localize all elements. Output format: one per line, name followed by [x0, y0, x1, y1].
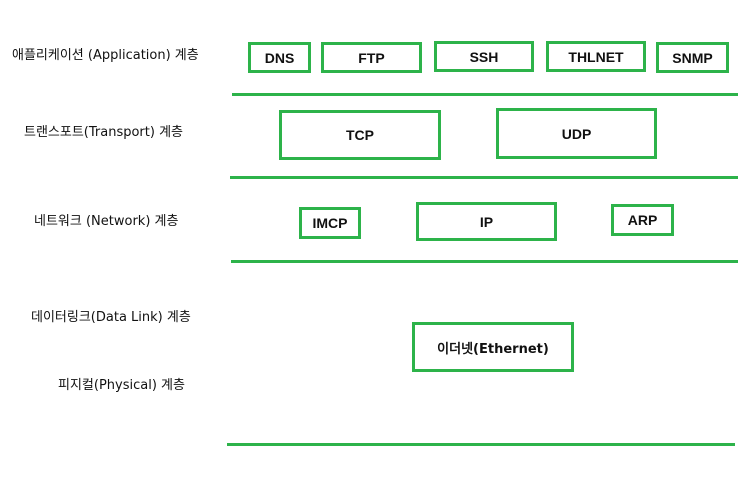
ethernet-box: 이더넷(Ethernet): [412, 322, 574, 372]
arp-box: ARP: [611, 204, 674, 236]
application-divider: [232, 93, 738, 96]
physical-layer-label: 피지컬(Physical) 계층: [58, 378, 185, 393]
ftp-box: FTP: [321, 42, 422, 73]
application-layer-label: 애플리케이션 (Application) 계층: [12, 48, 199, 63]
datalink-layer-label: 데이터링크(Data Link) 계층: [31, 310, 191, 325]
dns-box: DNS: [248, 42, 311, 73]
udp-box: UDP: [496, 108, 657, 159]
network-divider: [231, 260, 738, 263]
imcp-box: IMCP: [299, 207, 361, 239]
thlnet-box: THLNET: [546, 41, 646, 72]
physical-divider: [227, 443, 735, 446]
transport-layer-label: 트랜스포트(Transport) 계층: [24, 125, 183, 140]
snmp-box: SNMP: [656, 42, 729, 73]
network-layer-label: 네트워크 (Network) 계층: [34, 214, 179, 229]
tcp-box: TCP: [279, 110, 441, 160]
transport-divider: [230, 176, 738, 179]
ethernet-label: 이더넷(Ethernet): [437, 341, 549, 357]
ssh-box: SSH: [434, 41, 534, 72]
ip-box: IP: [416, 202, 557, 241]
